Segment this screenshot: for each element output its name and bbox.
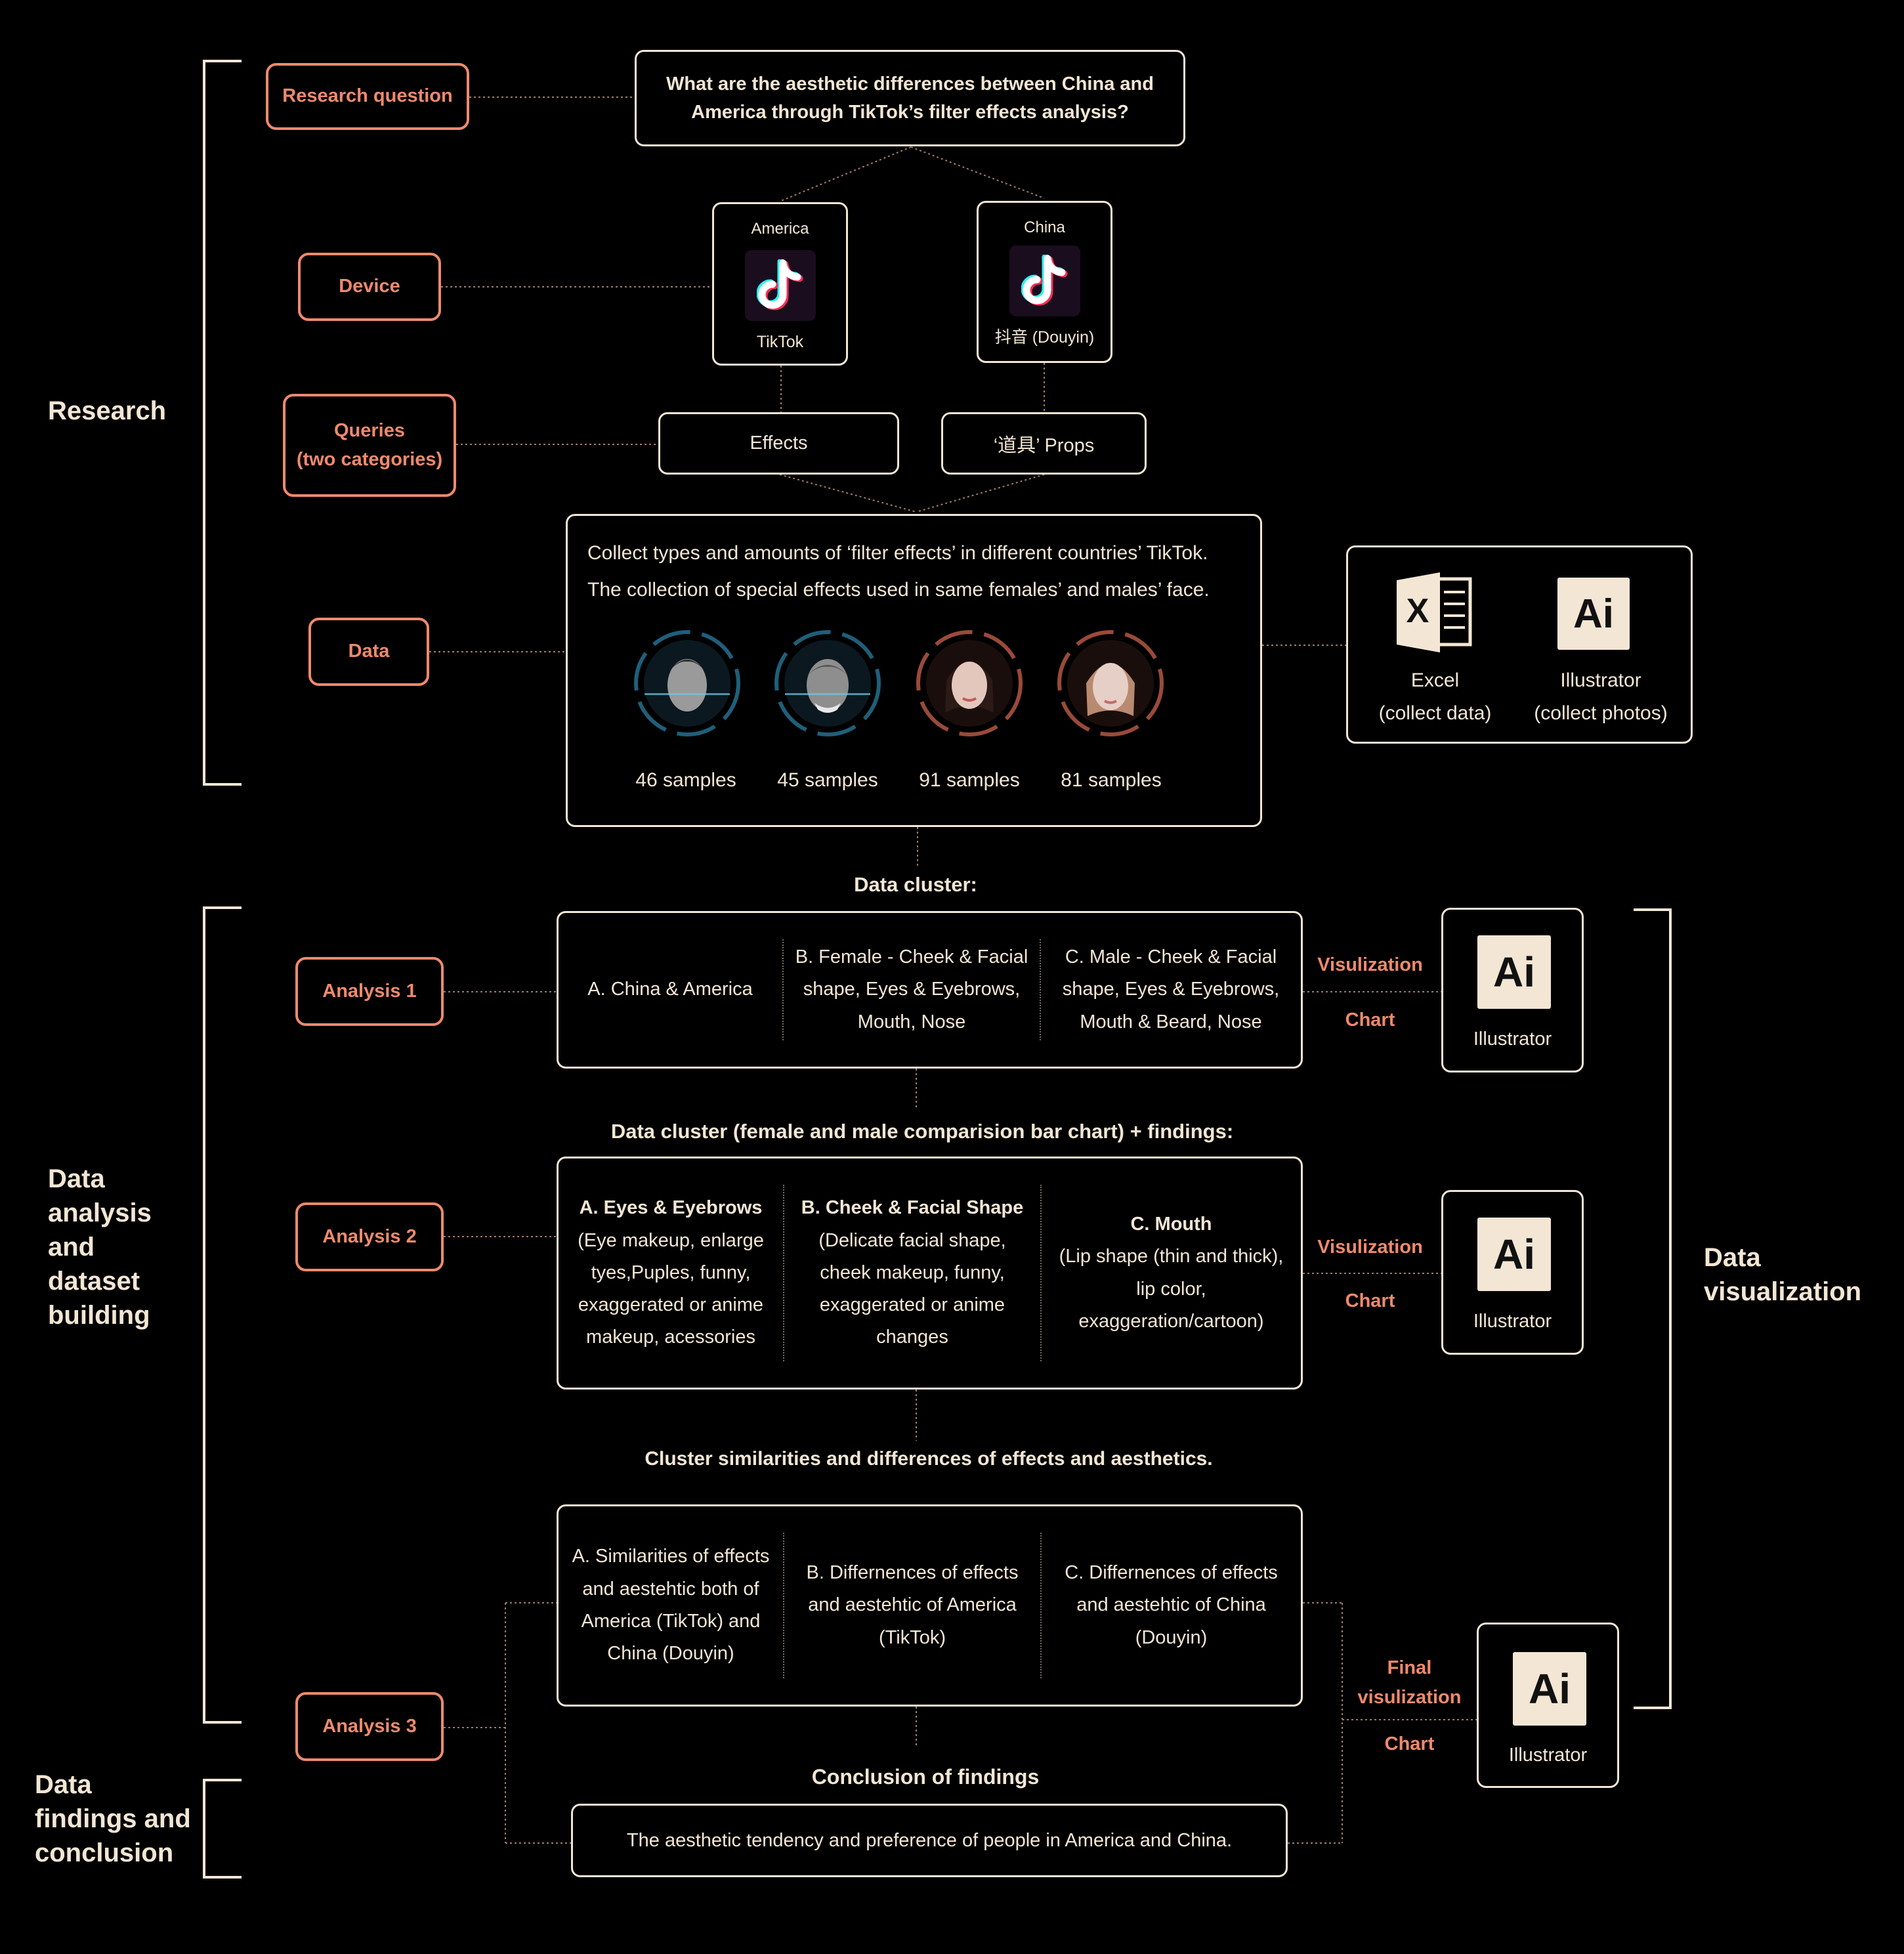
data-box: Collect types and amounts of ‘filter eff… bbox=[566, 514, 1262, 827]
findings-bracket bbox=[203, 1779, 242, 1879]
final-viz-line1: Final bbox=[1387, 1657, 1432, 1679]
analysis3-col-c: C. Differnences of effects and aestehtic… bbox=[1065, 1562, 1278, 1648]
excel-caption: Excel (collect data) bbox=[1361, 664, 1509, 731]
analysis3-box: A. Similarities of effects and aestehtic… bbox=[557, 1504, 1303, 1707]
excel-icon: X bbox=[1391, 570, 1477, 655]
analysis2-col-c: C. Mouth (Lip shape (thin and thick), li… bbox=[1042, 1158, 1301, 1388]
excel-name: Excel bbox=[1410, 669, 1460, 691]
chart-label-2: Chart bbox=[1345, 1290, 1395, 1311]
heading-conclusion: Conclusion of findings bbox=[811, 1764, 1040, 1789]
section-visualization: Data visualization bbox=[1704, 1243, 1862, 1306]
analysis2-col-a: A. Eyes & Eyebrows (Eye makeup, enlarge … bbox=[559, 1158, 783, 1388]
device-label: Device bbox=[298, 253, 441, 321]
analysis2-col-c-body: (Lip shape (thin and thick), lip color, … bbox=[1059, 1246, 1284, 1332]
illustrator-caption: Illustrator (collect photos) bbox=[1519, 664, 1683, 731]
analysis1-col-c: C. Male - Cheek & Facial shape, Eyes & E… bbox=[1062, 946, 1280, 1032]
excel-logo-letter: X bbox=[1407, 592, 1429, 630]
analysis3-col-b: B. Differnences of effects and aestehtic… bbox=[806, 1562, 1019, 1648]
data-label: Data bbox=[308, 618, 429, 686]
analysis-bracket bbox=[203, 906, 242, 1724]
chart-label-1: Chart bbox=[1345, 1009, 1395, 1030]
analysis2-col-b: B. Cheek & Facial Shape (Delicate facial… bbox=[784, 1158, 1040, 1388]
queries-label-line1: Queries bbox=[334, 420, 405, 441]
device-america-region: America bbox=[751, 220, 809, 238]
analysis1-box: A. China & America B. Female - Cheek & F… bbox=[557, 911, 1303, 1069]
illustrator-box-2: Ai Illustrator bbox=[1441, 1190, 1584, 1355]
query-effects: Effects bbox=[658, 412, 899, 475]
analysis2-col-a-title: A. Eyes & Eyebrows bbox=[579, 1197, 763, 1219]
analysis2-col-b-title: B. Cheek & Facial Shape bbox=[801, 1197, 1024, 1219]
excel-desc: (collect data) bbox=[1378, 702, 1492, 725]
analysis2-col-b-body: (Delicate facial shape, cheek makeup, fu… bbox=[818, 1229, 1006, 1348]
analysis3-label: Analysis 3 bbox=[295, 1692, 444, 1761]
illustrator-desc: (collect photos) bbox=[1534, 702, 1668, 725]
sample-count-1: 46 samples bbox=[635, 769, 736, 791]
research-question-box: What are the aesthetic differences betwe… bbox=[635, 50, 1185, 146]
face-sample-3 bbox=[914, 627, 1025, 739]
face-sample-4 bbox=[1055, 627, 1166, 739]
research-bracket bbox=[203, 60, 242, 786]
heading-cluster2: Data cluster (female and male comparisio… bbox=[610, 1120, 1234, 1143]
data-line2: The collection of special effects used i… bbox=[587, 579, 1210, 601]
final-viz-line2: visulization bbox=[1357, 1687, 1462, 1708]
illustrator-icon: Ai bbox=[1557, 578, 1630, 650]
face-sample-2 bbox=[772, 627, 883, 739]
conclusion-box: The aesthetic tendency and preference of… bbox=[571, 1804, 1288, 1877]
sample-count-3: 91 samples bbox=[919, 769, 1020, 791]
device-america: America TikTok bbox=[712, 202, 848, 366]
illustrator-box-1: Ai Illustrator bbox=[1441, 908, 1584, 1073]
illustrator-name-2: Illustrator bbox=[1473, 1310, 1552, 1332]
illustrator-name-3: Illustrator bbox=[1508, 1744, 1588, 1766]
analysis1-col-b: B. Female - Cheek & Facial shape, Eyes &… bbox=[795, 946, 1028, 1032]
visualization-bracket bbox=[1634, 908, 1672, 1709]
douyin-icon bbox=[1009, 245, 1080, 316]
analysis1-col-a: A. China & America bbox=[587, 979, 753, 1000]
queries-label: Queries (two categories) bbox=[283, 394, 456, 497]
analysis1-label: Analysis 1 bbox=[295, 957, 444, 1026]
device-china: China 抖音 (Douyin) bbox=[977, 201, 1112, 363]
heading-cluster1: Data cluster: bbox=[854, 873, 977, 896]
illustrator-icon-3: Ai bbox=[1513, 1652, 1586, 1726]
research-question-label: Research question bbox=[266, 63, 469, 130]
analysis3-col-a: A. Similarities of effects and aestehtic… bbox=[572, 1546, 770, 1665]
chart-label-3: Chart bbox=[1384, 1733, 1435, 1754]
sample-count-4: 81 samples bbox=[1061, 769, 1162, 791]
tools-box: X Ai Excel (collect data) Illustrator (c… bbox=[1346, 545, 1693, 744]
illustrator-icon-2: Ai bbox=[1477, 1218, 1551, 1291]
queries-label-line2: (two categories) bbox=[296, 448, 443, 470]
viz-label-1: Visulization bbox=[1317, 954, 1423, 975]
analysis2-label: Analysis 2 bbox=[295, 1202, 444, 1271]
device-america-app: TikTok bbox=[756, 333, 804, 351]
illustrator-icon-1: Ai bbox=[1477, 935, 1551, 1009]
section-findings: Data findings and conclusion bbox=[35, 1770, 191, 1867]
final-viz-label: Final visulization bbox=[1339, 1653, 1480, 1713]
heading-cluster3: Cluster similarities and differences of … bbox=[645, 1448, 1213, 1470]
face-sample-1 bbox=[631, 627, 743, 739]
device-china-app: 抖音 (Douyin) bbox=[994, 328, 1095, 347]
illustrator-name: Illustrator bbox=[1560, 669, 1641, 691]
analysis2-box: A. Eyes & Eyebrows (Eye makeup, enlarge … bbox=[557, 1157, 1303, 1390]
viz-label-2: Visulization bbox=[1317, 1236, 1423, 1258]
device-china-region: China bbox=[1024, 219, 1065, 236]
illustrator-name-1: Illustrator bbox=[1473, 1028, 1552, 1050]
analysis2-col-a-body: (Eye makeup, enlarge tyes,Puples, funny,… bbox=[578, 1229, 764, 1348]
illustrator-box-3: Ai Illustrator bbox=[1477, 1623, 1619, 1788]
query-props: ‘道具’ Props bbox=[941, 412, 1147, 475]
data-line1: Collect types and amounts of ‘filter eff… bbox=[587, 542, 1208, 564]
sample-count-2: 45 samples bbox=[777, 769, 878, 791]
tiktok-icon bbox=[744, 250, 816, 321]
section-analysis: Data analysis and dataset building bbox=[48, 1164, 152, 1330]
analysis2-col-c-title: C. Mouth bbox=[1130, 1213, 1212, 1235]
section-research: Research bbox=[48, 396, 167, 425]
